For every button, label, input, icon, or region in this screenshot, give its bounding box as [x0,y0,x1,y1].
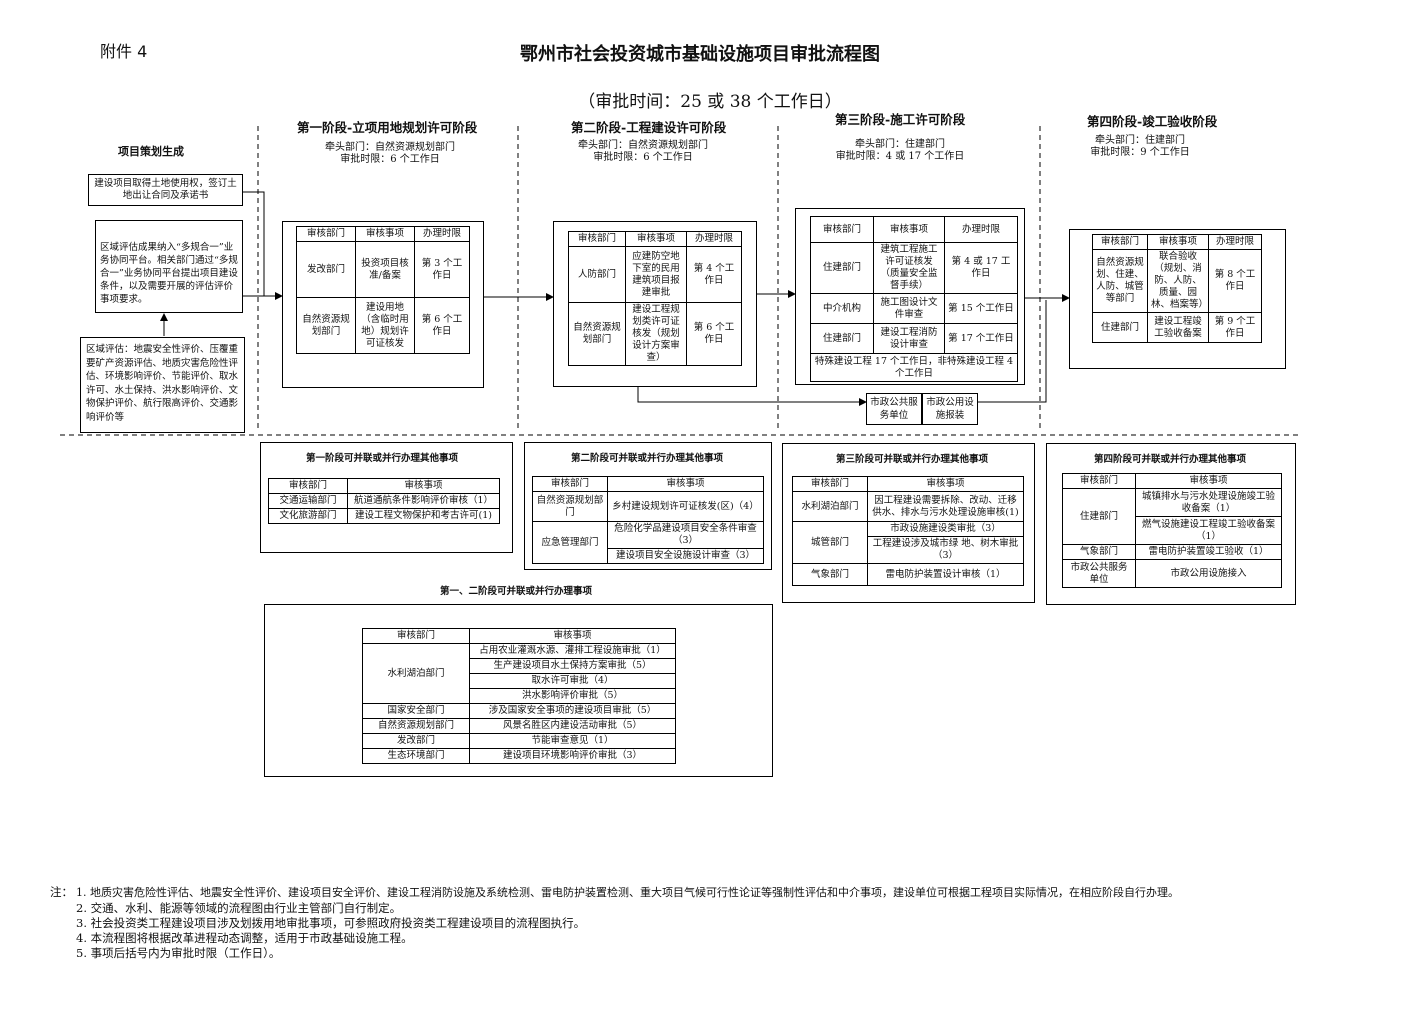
col-header: 办理时限 [414,226,470,242]
combined-title: 第一、二阶段可并联或并行办理事项 [440,586,593,597]
stage2-info: 牵头部门：自然资源规划部门审批时限：6 个工作日 [553,140,733,164]
stage4-info: 牵头部门：住建部门审批时限：9 个工作日 [1050,135,1230,159]
regional-evaluation-box: 区域评估：地震安全性评价、压覆重要矿产资源评估、地质灾害危险性评估、环境影响评价… [80,337,245,433]
col-header: 审核事项 [1135,473,1282,489]
table-row: 发改部门投资项目核准/备案第 3 个工作日 [296,241,470,298]
table-row: 自然资源规划部门风景名胜区内建设活动审批（5） [362,718,676,734]
col-header: 审核部门 [568,231,626,247]
notes-prefix: 注： [50,885,73,899]
table-row: 建设项目安全设施设计审查（3） [533,548,764,564]
col-header: 审核部门 [362,628,470,644]
table-row: 住建部门城镇排水与污水处理设施竣工验收备案（1） [1062,488,1282,545]
table-row: 城管部门市政设施建设类审批（3） [792,521,1024,564]
table-row: 自然资源规划、住建、人防、城管等部门联合验收（规划、消防、人防、质量、园林、档案… [1092,249,1262,313]
col-header: 办理时限 [686,231,742,247]
col-header: 审核事项 [355,226,415,242]
table-row: 水利湖泊部门因工程建设需要拆除、改动、迁移供水、排水与污水处理设施审核(1) [792,491,1024,522]
stage2-title: 第二阶段-工程建设许可阶段 [571,120,727,135]
table-row: 自然资源规划部门建设用地（含临时用地）规划许可证核发第 6 个工作日 [296,297,470,354]
table-row: 市政公共服务单位市政公用设施接入 [1062,559,1282,588]
col-header: 审核部门 [810,216,874,243]
note-item: 1. 地质灾害危险性评估、地震安全性评价、建设项目安全评价、建设工程消防设施及系… [76,886,1179,899]
col-header: 审核事项 [607,476,764,492]
stage3-time: 审批时限：4 或 17 个工作日 [835,151,965,162]
parallel-stage2-title: 第二阶段可并联或并行办理其他事项 [571,453,724,464]
multi-plan-box: 区域评估成果纳入“多规合一”业务协同平台。相关部门通过“多规合一”业务协同平台提… [95,220,243,313]
note-item: 3. 社会投资类工程建设项目涉及划拨用地审批事项，可参照政府投资类工程建设项目的… [76,916,586,930]
stage3-title: 第三阶段-施工许可阶段 [835,112,966,127]
stage4-title: 第四阶段-竣工验收阶段 [1087,114,1218,129]
planning-label: 项目策划生成 [118,145,184,158]
table-row: 中介机构施工图设计文件审查第 15 个工作日 [810,293,1018,324]
table-row: 国家安全部门涉及国家安全事项的建设项目审批（5） [362,703,676,719]
col-header: 审核事项 [1147,234,1209,250]
land-use-box: 建设项目取得土地使用权，签订土地出让合同及承诺书 [88,174,243,206]
stage4-lead: 牵头部门：住建部门 [1095,135,1185,146]
col-header: 审核部门 [1092,234,1148,250]
note-item: 2. 交通、水利、能源等领域的流程图由行业主管部门自行制定。 [76,901,402,915]
stage1-table: 审核部门审核事项办理时限 发改部门投资项目核准/备案第 3 个工作日 自然资源规… [296,226,470,354]
table-row: 住建部门建筑工程施工许可证核发（质量安全监督手续）第 4 或 17 工作日 [810,242,1018,294]
table-row: 应急管理部门危险化学品建设项目安全条件审查（3） [532,521,764,564]
col-header: 审核部门 [792,476,868,492]
stage3-info: 牵头部门：住建部门审批时限：4 或 17 个工作日 [810,139,990,163]
stage2-time: 审批时限：6 个工作日 [593,152,693,163]
stage4-table: 审核部门审核事项办理时限 自然资源规划、住建、人防、城管等部门联合验收（规划、消… [1092,234,1262,343]
municipal-report-box: 市政公用设施报装 [922,393,978,425]
col-header: 审核事项 [347,478,500,494]
parallel-stage2-table: 审核部门审核事项 自然资源规划部门乡村建设规划许可证核发(区)（4） 应急管理部… [532,476,764,564]
stage2-table: 审核部门审核事项办理时限 人防部门应建防空地下室的民用建筑项目报建审批第 4 个… [568,231,742,366]
stage1-info: 牵头部门：自然资源规划部门审批时限：6 个工作日 [300,142,480,166]
col-header: 审核部门 [268,478,348,494]
page-title: 鄂州市社会投资城市基础设施项目审批流程图 [520,44,880,65]
stage3-table: 审核部门审核事项办理时限 住建部门建筑工程施工许可证核发（质量安全监督手续）第 … [810,216,1018,382]
municipal-service-unit-box: 市政公共服务单位 [866,393,922,425]
page-subtitle: （审批时间：25 或 38 个工作日） [578,92,842,112]
note-item: 4. 本流程图将根据改革进程动态调整，适用于市政基础设施工程。 [76,931,413,945]
parallel-stage1-table: 审核部门审核事项 交通运输部门航道通航条件影响评价审核（1） 文化旅游部门建设工… [268,478,500,524]
table-row: 自然资源规划部门乡村建设规划许可证核发(区)（4） [532,491,764,522]
table-row: 燃气设施建设工程竣工验收备案（1） [1063,516,1282,545]
stage1-title: 第一阶段-立项用地规划许可阶段 [297,120,478,135]
arrow-municipal-to-stage4 [978,300,1047,403]
table-row: 住建部门建设工程消防设计审查第 17 个工作日 [810,323,1018,354]
combined-table: 审核部门审核事项 水利湖泊部门占用农业灌溉水源、灌排工程设施审批（1） 生产建设… [362,628,676,764]
col-header: 办理时限 [1208,234,1262,250]
stage-separators [60,126,1300,436]
attachment-label: 附件 4 [100,42,148,61]
table-row: 自然资源规划部门建设工程规划类许可证核发（规划设计方案审查）第 6 个工作日 [568,302,742,366]
col-header: 审核部门 [532,476,608,492]
stage1-time: 审批时限：6 个工作日 [340,154,440,165]
parallel-stage4-table: 审核部门审核事项 住建部门城镇排水与污水处理设施竣工验收备案（1） 燃气设施建设… [1062,473,1282,588]
col-header: 审核部门 [1062,473,1136,489]
stage2-lead: 牵头部门：自然资源规划部门 [578,140,708,151]
table-row: 发改部门节能审查意见（1） [362,733,676,749]
table-row: 住建部门建设工程竣工验收备案第 9 个工作日 [1092,312,1262,343]
arrow-stage2-to-municipal [637,387,867,406]
col-header: 审核部门 [296,226,356,242]
table-row: 水利湖泊部门占用农业灌溉水源、灌排工程设施审批（1） [362,643,676,704]
col-header: 审核事项 [625,231,687,247]
table-row: 文化旅游部门建设工程文物保护和考古许可(1) [268,508,500,524]
col-header: 审核事项 [873,216,945,243]
stage1-lead: 牵头部门：自然资源规划部门 [325,142,455,153]
parallel-stage3-title: 第三阶段可并联或并行办理其他事项 [836,454,989,465]
arrow-land-to-flow [242,191,265,296]
table-row: 人防部门应建防空地下室的民用建筑项目报建审批第 4 个工作日 [568,246,742,303]
col-header: 审核事项 [867,476,1024,492]
table-row: 气象部门雷电防护装置竣工验收（1） [1062,544,1282,560]
table-row: 气象部门雷电防护装置设计审核（1） [792,563,1024,586]
table-row: 生态环境部门建设项目环境影响评价审批（3） [362,748,676,764]
col-header: 办理时限 [944,216,1018,243]
stage3-lead: 牵头部门：住建部门 [855,139,945,150]
parallel-stage4-title: 第四阶段可并联或并行办理其他事项 [1094,454,1247,465]
note-item: 5. 事项后括号内为审批时限（工作日）。 [76,946,281,960]
col-header: 审核事项 [469,628,676,644]
table-row: 特殊建设工程 17 个工作日，非特殊建设工程 4 个工作日 [810,353,1018,382]
stage4-time: 审批时限：9 个工作日 [1090,147,1190,158]
parallel-stage1-title: 第一阶段可并联或并行办理其他事项 [306,453,459,464]
table-row: 交通运输部门航道通航条件影响评价审核（1） [268,493,500,509]
parallel-stage3-table: 审核部门审核事项 水利湖泊部门因工程建设需要拆除、改动、迁移供水、排水与污水处理… [792,476,1024,586]
